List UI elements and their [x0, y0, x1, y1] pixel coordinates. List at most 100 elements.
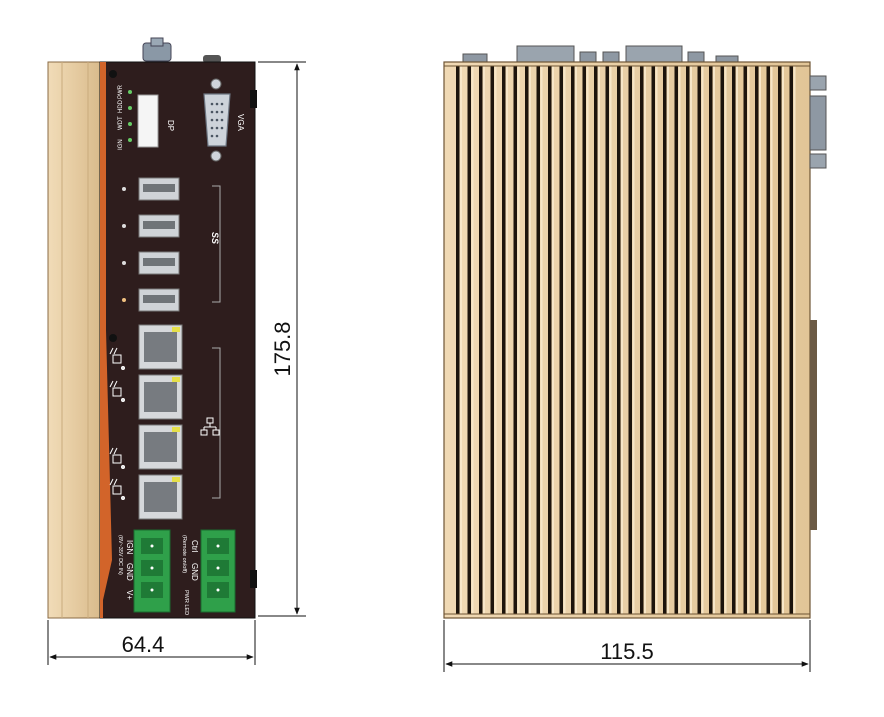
front-view: IGN WDT HDD PWR DP VGA	[47, 37, 257, 619]
top-screw	[203, 55, 221, 63]
heatsink-fin-highlight	[460, 66, 462, 614]
top-connector	[625, 45, 683, 64]
led-ign	[128, 138, 132, 142]
heatsink-fin-highlight	[644, 66, 646, 614]
front-heatsink-side	[47, 61, 101, 619]
heatsink-fin	[571, 66, 575, 614]
heatsink-fin-highlight	[655, 66, 658, 614]
heatsink-fin	[582, 66, 586, 614]
heatsink-fin-highlight	[552, 66, 554, 614]
usb-bracket	[212, 185, 221, 303]
power-terminal	[133, 529, 171, 613]
heatsink-fin-highlight	[770, 66, 773, 614]
heatsink-fin-highlight	[759, 66, 761, 614]
heatsink-fin-highlight	[517, 66, 520, 614]
heatsink-fin-highlight	[632, 66, 635, 614]
lan-bracket	[212, 347, 221, 499]
usb-ss-logo: SS	[210, 232, 220, 244]
power-terminal-title: (8V~35V DC IN)	[117, 535, 123, 575]
heatsink-fin	[456, 66, 460, 614]
heatsink-fin-highlight	[667, 66, 669, 614]
heatsink-fin	[467, 66, 471, 614]
top-connector	[687, 51, 705, 64]
top-connector	[602, 51, 620, 64]
led-pwr	[128, 90, 132, 94]
heatsink-fin-highlight	[506, 66, 508, 614]
side-depth-value: 115.5	[600, 639, 653, 664]
remote-pin-ctrl: Ctrl	[190, 540, 199, 553]
antenna-connector-cap	[150, 37, 164, 47]
heatsink-fin-highlight	[621, 66, 623, 614]
heatsink-fin	[720, 66, 724, 614]
heatsink-fin-highlight	[483, 66, 485, 614]
heatsink-fin	[697, 66, 701, 614]
heatsink-fin-highlight	[747, 66, 750, 614]
power-pin-gnd: GND	[125, 563, 134, 581]
panel-screw	[109, 70, 117, 78]
heatsink-fin-highlight	[793, 66, 796, 614]
top-connector	[579, 51, 597, 64]
heatsink-fin	[663, 66, 667, 614]
front-height-value: 175.8	[270, 321, 295, 376]
led-label-ign: IGN	[118, 139, 124, 150]
depth-dimension	[443, 620, 811, 672]
heatsink-fin	[651, 66, 655, 614]
heatsink-fin	[536, 66, 540, 614]
side-connector	[809, 95, 827, 151]
poe-icons	[109, 347, 125, 500]
usb-ports	[122, 177, 180, 312]
heatsink-fin-highlight	[724, 66, 727, 614]
heatsink-fins	[456, 66, 796, 614]
height-dimension	[258, 61, 306, 617]
heatsink-fin	[490, 66, 494, 614]
led-label-wdt: WDT	[118, 116, 124, 130]
remote-pin-pwrled: PWR LED	[183, 590, 189, 615]
top-connector	[516, 45, 575, 64]
heatsink-fin	[502, 66, 506, 614]
panel-screw	[109, 334, 117, 342]
heatsink-fin-highlight	[713, 66, 715, 614]
side-view	[443, 45, 827, 619]
side-port-strip	[810, 320, 817, 530]
heatsink-fin	[559, 66, 563, 614]
heatsink-fin	[778, 66, 782, 614]
heatsink-fin	[686, 66, 690, 614]
vga-port	[203, 78, 231, 162]
width-dimension	[47, 620, 256, 665]
heatsink-fin-highlight	[586, 66, 589, 614]
power-pin-vplus: V+	[125, 590, 134, 600]
heatsink-fin-highlight	[575, 66, 577, 614]
heatsink-fin	[674, 66, 678, 614]
heatsink-fin	[640, 66, 644, 614]
heatsink-fin	[617, 66, 621, 614]
heatsink-fin	[525, 66, 529, 614]
heatsink-fin	[594, 66, 598, 614]
side-connector	[809, 153, 827, 169]
heatsink-fin	[548, 66, 552, 614]
led-label-pwr: PWR	[118, 84, 124, 99]
heatsink-fin-highlight	[529, 66, 531, 614]
heatsink-fin	[709, 66, 713, 614]
front-width-value: 64.4	[122, 632, 165, 657]
heatsink-fin-highlight	[494, 66, 497, 614]
led-hdd	[128, 106, 132, 110]
heatsink-fin-highlight	[690, 66, 692, 614]
heatsink-fin-highlight	[598, 66, 600, 614]
led-wdt	[128, 122, 132, 126]
orange-accent	[100, 62, 112, 618]
status-leds: IGN WDT HDD PWR	[118, 84, 132, 150]
heatsink-fin-highlight	[471, 66, 474, 614]
heatsink-fin	[789, 66, 793, 614]
heatsink-fin	[605, 66, 609, 614]
power-pin-ign: IGN	[125, 540, 134, 554]
heatsink-fin-highlight	[540, 66, 543, 614]
heatsink-fin	[513, 66, 517, 614]
remote-terminal-title: (Remote on/off)	[181, 535, 187, 573]
side-mount	[250, 570, 257, 588]
heatsink-fin-highlight	[609, 66, 612, 614]
heatsink-fin-highlight	[736, 66, 738, 614]
heatsink-fin	[479, 66, 483, 614]
heatsink-fin	[755, 66, 759, 614]
remote-pin-gnd: GND	[190, 563, 199, 581]
